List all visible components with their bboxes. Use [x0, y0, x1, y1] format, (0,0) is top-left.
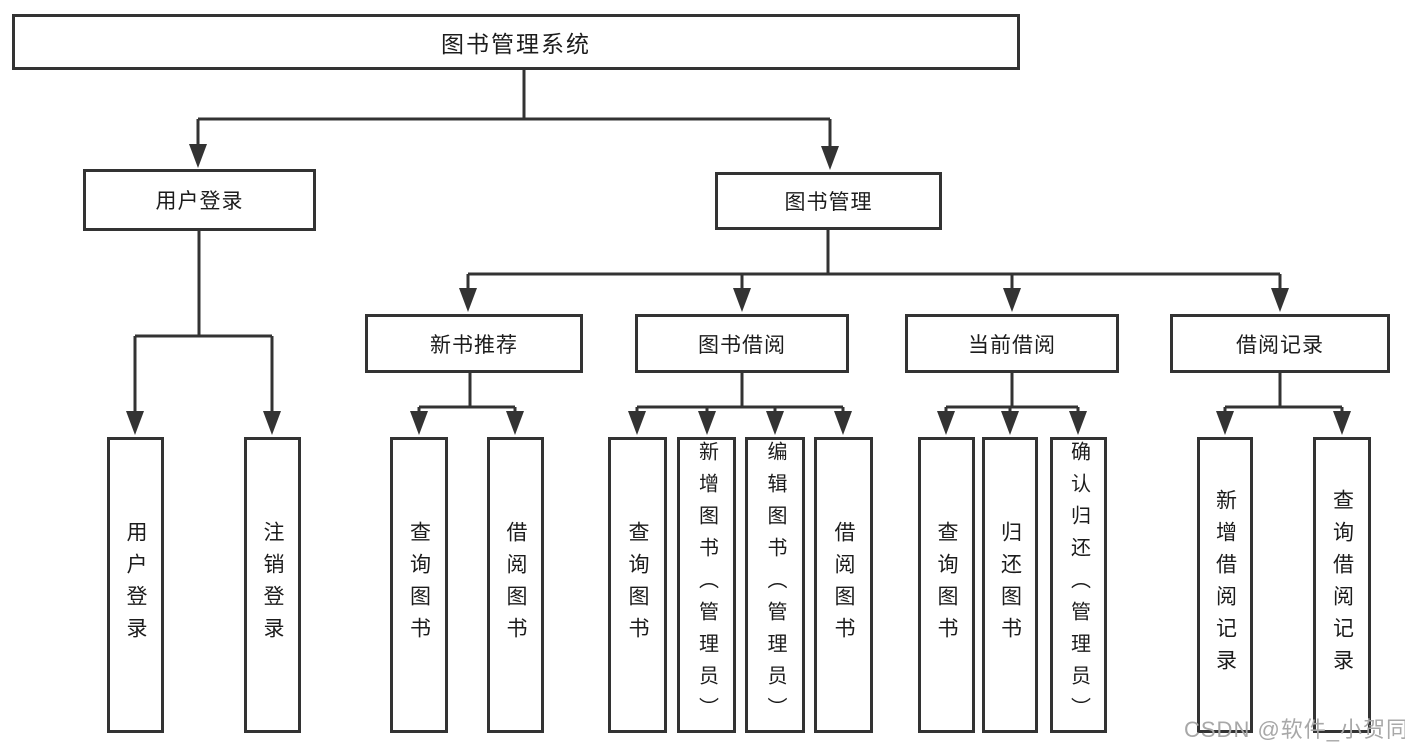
node-borrowing-records-label: 借阅记录 [1236, 333, 1324, 357]
node-user-login-label: 用户登录 [155, 190, 244, 213]
leaf-cb-confirm-return-admin: 确认归还（管理员） [1050, 437, 1107, 733]
leaf-bb-add-books-admin-label: 新增图书（管理员） [695, 441, 718, 729]
leaf-nbr-query-books: 查询图书 [390, 437, 448, 733]
leaf-nbr-query-books-label: 查询图书 [407, 521, 431, 649]
arrowheads [126, 144, 1351, 435]
node-book-management: 图书管理 [715, 172, 942, 230]
node-root-system-label: 图书管理系统 [441, 31, 591, 57]
leaf-bb-query-books: 查询图书 [608, 437, 667, 733]
leaf-user-login: 用户登录 [107, 437, 164, 733]
leaf-bb-borrow-books: 借阅图书 [814, 437, 873, 733]
node-borrowing-records: 借阅记录 [1170, 314, 1390, 373]
leaf-logout-label: 注销登录 [261, 521, 284, 649]
leaf-nbr-borrow-books: 借阅图书 [487, 437, 544, 733]
leaf-cb-return-books-label: 归还图书 [998, 521, 1022, 649]
leaf-cb-query-books: 查询图书 [918, 437, 975, 733]
node-user-login: 用户登录 [83, 169, 316, 231]
csdn-watermark: CSDN @软件_小贺同学 [1184, 717, 1405, 742]
leaf-bb-edit-books-admin: 编辑图书（管理员） [745, 437, 805, 733]
leaf-br-add-record-label: 新增借阅记录 [1213, 489, 1237, 681]
leaf-br-add-record: 新增借阅记录 [1197, 437, 1253, 733]
leaf-nbr-borrow-books-label: 借阅图书 [504, 521, 527, 649]
leaf-bb-edit-books-admin-label: 编辑图书（管理员） [764, 441, 786, 729]
leaf-cb-return-books: 归还图书 [982, 437, 1038, 733]
leaf-bb-borrow-books-label: 借阅图书 [832, 521, 855, 649]
leaf-logout: 注销登录 [244, 437, 301, 733]
node-new-book-recommend-label: 新书推荐 [430, 333, 518, 357]
node-book-management-label: 图书管理 [784, 191, 873, 214]
leaf-br-query-record: 查询借阅记录 [1313, 437, 1371, 733]
node-new-book-recommend: 新书推荐 [365, 314, 583, 373]
leaf-bb-query-books-label: 查询图书 [626, 521, 649, 649]
node-root-system: 图书管理系统 [12, 14, 1020, 70]
leaf-cb-confirm-return-admin-label: 确认归还（管理员） [1067, 441, 1090, 729]
leaf-br-query-record-label: 查询借阅记录 [1330, 489, 1354, 681]
leaf-bb-add-books-admin: 新增图书（管理员） [677, 437, 736, 733]
node-book-borrowing-label: 图书借阅 [698, 333, 786, 357]
node-current-borrowing: 当前借阅 [905, 314, 1119, 373]
leaf-user-login-label: 用户登录 [124, 521, 147, 649]
node-current-borrowing-label: 当前借阅 [968, 333, 1056, 357]
leaf-cb-query-books-label: 查询图书 [935, 521, 958, 649]
node-book-borrowing: 图书借阅 [635, 314, 849, 373]
